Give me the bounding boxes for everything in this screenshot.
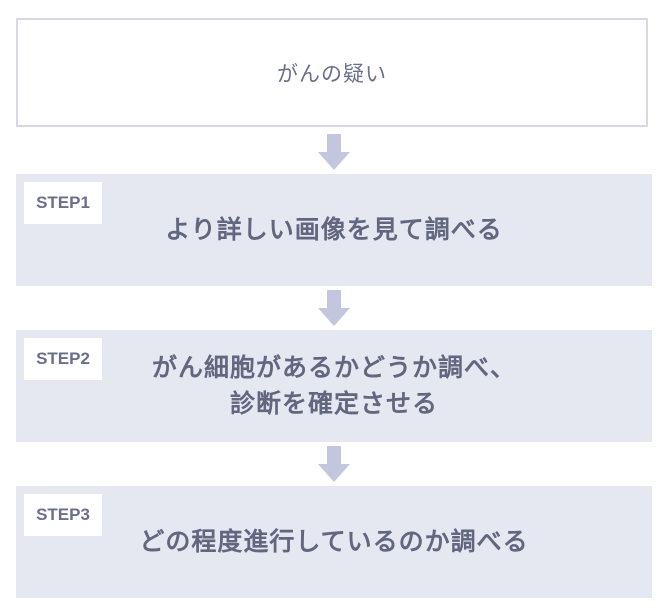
step-tag-2: STEP2	[24, 338, 102, 380]
step-tag-1: STEP1	[24, 182, 102, 224]
step-text-2: がん細胞があるかどうか調べ、 診断を確定させる	[106, 330, 562, 442]
step-tag-3: STEP3	[24, 494, 102, 536]
step-line: がん細胞があるかどうか調べ、	[151, 353, 516, 382]
down-arrow-icon	[318, 134, 350, 170]
step-text-3: どの程度進行しているのか調べる	[106, 486, 562, 598]
step-text-1: より詳しい画像を見て調べる	[106, 174, 562, 286]
start-label: がんの疑い	[277, 61, 387, 86]
step-box-1: STEP1 より詳しい画像を見て調べる	[16, 174, 652, 286]
down-arrow-icon	[318, 446, 350, 482]
step-line: より詳しい画像を見て調べる	[165, 215, 503, 244]
step-line: 診断を確定させる	[229, 389, 438, 418]
down-arrow-icon	[318, 290, 350, 326]
start-box: がんの疑い	[16, 18, 648, 127]
step-box-2: STEP2 がん細胞があるかどうか調べ、 診断を確定させる	[16, 330, 652, 442]
step-box-3: STEP3 どの程度進行しているのか調べる	[16, 486, 652, 598]
step-line: どの程度進行しているのか調べる	[139, 527, 529, 556]
